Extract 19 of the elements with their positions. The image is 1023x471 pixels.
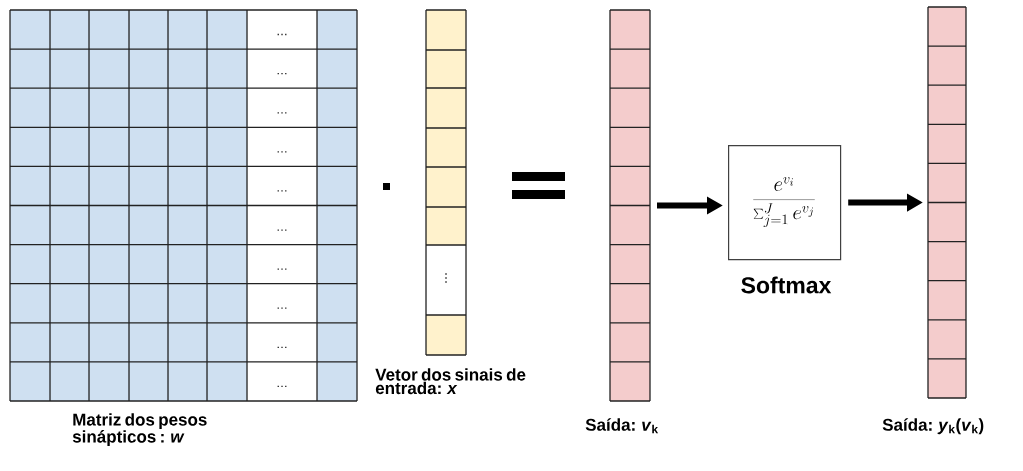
ellipsis: … [277,385,287,388]
ellipsis: … [277,190,287,192]
output-vector [927,6,967,399]
ellipsis: … [277,229,287,231]
ellipsis: ⋮ [445,273,447,283]
ellipsis: … [277,151,287,153]
node-label: Vetor dos sinais de entrada: x [375,368,526,395]
ellipsis: … [277,346,287,349]
ellipsis: … [277,33,287,36]
softmax-formula: $\frac{e^{v_i}}{\sum_{j=1}^{J} e^{v_j}}$ [753,176,815,228]
node-label: Matriz dos pesos sinápticos : w [72,413,207,447]
node-label: Saída: v$_{k}$ [585,418,659,434]
ellipsis: … [277,307,287,309]
ellipsis: … [277,268,287,270]
ellipsis: … [277,73,287,75]
ellipsis: … [277,112,287,114]
node-label: Softmax [741,276,832,294]
output-vector [609,9,651,402]
node-label: Saída: y$_{k}$(v$_{k}$) [882,418,984,435]
